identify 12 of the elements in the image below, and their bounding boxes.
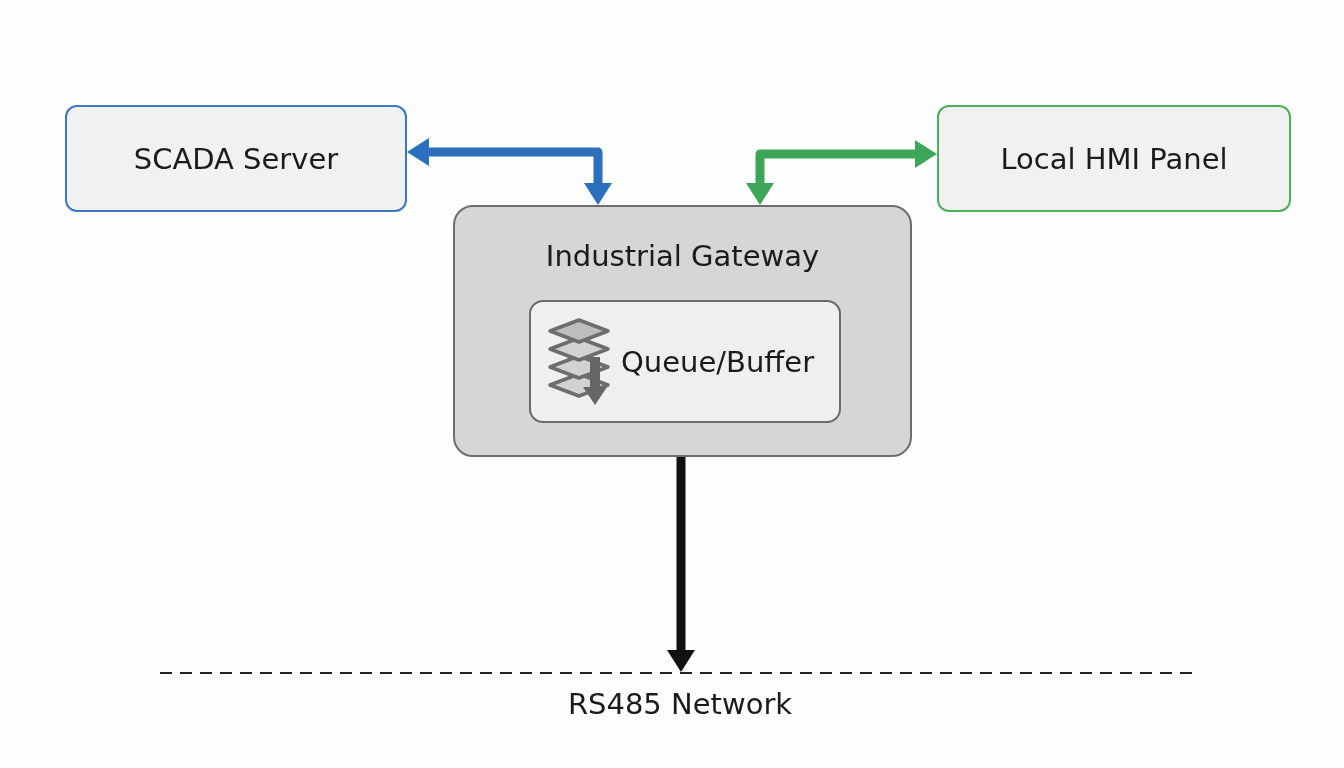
node-label: RS485 Network	[567, 686, 793, 722]
node-label: Local HMI Panel	[1000, 140, 1228, 177]
node-label: SCADA Server	[133, 140, 339, 177]
arrow	[407, 138, 612, 205]
buffer-box	[529, 300, 841, 423]
node-label: Industrial Gateway	[545, 238, 820, 274]
arrow	[746, 140, 937, 205]
gateway-box	[453, 205, 912, 457]
arrow	[667, 457, 695, 672]
panel-box	[937, 105, 1291, 212]
server-box	[65, 105, 407, 212]
node-label: Queue/Buffer	[621, 343, 815, 380]
